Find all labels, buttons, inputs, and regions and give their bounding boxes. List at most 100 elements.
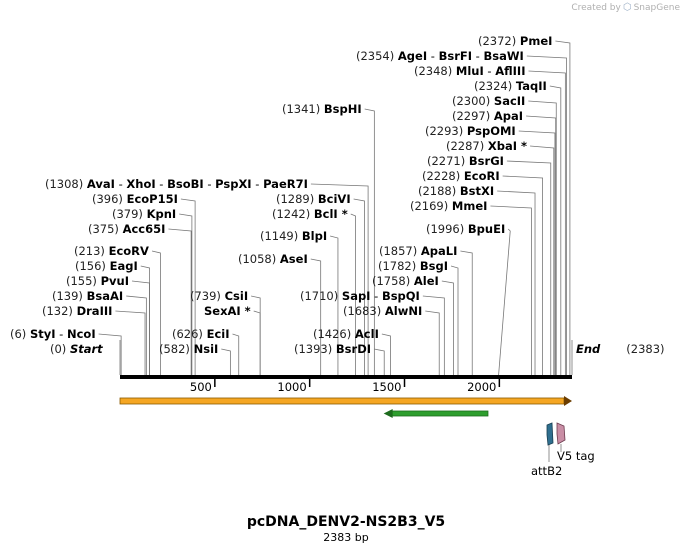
leader-line xyxy=(253,310,261,375)
enzyme-label: (2169) MmeI xyxy=(410,199,487,213)
enzyme-label: SexAI * xyxy=(204,304,251,318)
leader-line xyxy=(497,190,536,375)
enzyme-name: BstXI xyxy=(460,184,494,198)
enzyme-label: (626) EciI xyxy=(172,327,230,341)
enzyme-position: (2300) xyxy=(452,94,494,108)
enzyme-position: (139) xyxy=(52,289,87,303)
enzyme-position: (379) xyxy=(112,207,147,221)
enzyme-name: XhoI xyxy=(126,177,155,191)
enzyme-label: (1758) AleI xyxy=(372,274,439,288)
enzyme-label: (1149) BlpI xyxy=(260,229,327,243)
v5-tag-label: V5 tag xyxy=(557,449,595,463)
reverse-feature-bar xyxy=(391,410,489,417)
enzyme-label: (1308) AvaI - XhoI - BsoBI - PspXI - Pae… xyxy=(45,177,308,191)
leader-line xyxy=(350,213,356,375)
enzyme-name: EcoP15I xyxy=(127,192,178,206)
enzyme-position: (2169) xyxy=(410,199,452,213)
enzyme-label: (1683) AlwNI xyxy=(343,304,422,318)
leader-line xyxy=(555,40,571,375)
enzyme-position: (396) xyxy=(92,192,127,206)
enzyme-name: AleI xyxy=(414,274,439,288)
enzyme-position: (1683) xyxy=(343,304,385,318)
enzyme-name: PvuI xyxy=(101,274,129,288)
enzyme-label: (2188) BstXI xyxy=(418,184,494,198)
enzyme-name: EcoRV xyxy=(109,244,149,258)
enzyme-name: DraIII xyxy=(77,304,113,318)
leader-line xyxy=(460,250,473,375)
leader-line xyxy=(490,205,532,375)
enzyme-label: (1289) BciVI xyxy=(276,192,351,206)
enzyme-separator: - xyxy=(484,64,495,78)
enzyme-name: AclI xyxy=(355,327,379,341)
enzyme-label: (2300) SacII xyxy=(452,94,525,108)
enzyme-label: (1426) AclI xyxy=(313,327,379,341)
enzyme-label: (1857) ApaLI xyxy=(379,244,457,258)
leader-line xyxy=(373,348,385,375)
enzyme-name: AseI xyxy=(280,252,308,266)
enzyme-label: (2348) MluI - AflIII xyxy=(414,64,526,78)
enzyme-position: (626) xyxy=(172,327,207,341)
forward-feature-bar xyxy=(119,397,565,405)
tick-label: 500 xyxy=(190,380,212,394)
end-name: End xyxy=(576,342,601,356)
leader-line xyxy=(502,175,544,375)
enzyme-position: (1857) xyxy=(379,244,421,258)
enzyme-position: (1758) xyxy=(372,274,414,288)
leader-line xyxy=(528,70,566,375)
enzyme-name: NcoI xyxy=(67,327,96,341)
enzyme-name: AlwNI xyxy=(385,304,422,318)
enzyme-position: (213) xyxy=(74,244,109,258)
leader-line xyxy=(330,235,339,375)
enzyme-position: (1149) xyxy=(260,229,302,243)
leader-line xyxy=(151,250,161,375)
enzyme-position: (1308) xyxy=(45,177,87,191)
enzyme-label: (155) PvuI xyxy=(66,274,129,288)
enzyme-label: (2297) ApaI xyxy=(452,109,523,123)
attb2-feature xyxy=(546,422,554,446)
enzyme-name: BsrDI xyxy=(336,342,371,356)
leader-line xyxy=(498,228,511,376)
enzyme-position: (1341) xyxy=(282,102,324,116)
leader-line xyxy=(251,295,261,375)
enzyme-name: BciVI xyxy=(318,192,351,206)
credit-prefix: Created by xyxy=(571,2,621,13)
enzyme-name: StyI xyxy=(30,327,56,341)
leader-line xyxy=(168,228,192,375)
enzyme-position: (2324) xyxy=(474,79,516,93)
enzyme-label: (213) EcoRV xyxy=(74,244,149,258)
plasmid-length: 2383 bp xyxy=(323,531,369,544)
enzyme-separator: - xyxy=(115,177,126,191)
enzyme-position: (2293) xyxy=(425,124,467,138)
tick-label: 1500 xyxy=(372,380,401,394)
leader-line xyxy=(353,198,365,375)
enzyme-name: EciI xyxy=(207,327,230,341)
enzyme-label: (1996) BpuEI xyxy=(426,222,505,236)
enzyme-position: (2348) xyxy=(414,64,456,78)
enzyme-label: (2271) BsrGI xyxy=(427,154,504,168)
enzyme-position: (132) xyxy=(42,304,77,318)
enzyme-label: (156) EagI xyxy=(75,259,138,273)
enzyme-name: PspOMI xyxy=(467,124,516,138)
enzyme-name: BsrGI xyxy=(469,154,504,168)
enzyme-label: (1782) BsgI xyxy=(378,259,448,273)
enzyme-position: (2188) xyxy=(418,184,460,198)
attb2-label: attB2 xyxy=(531,464,562,478)
enzyme-name: BsgI xyxy=(420,259,448,273)
leader-line xyxy=(131,280,150,375)
enzyme-name: BlpI xyxy=(302,229,327,243)
enzyme-name: Acc65I xyxy=(123,222,166,236)
leader-line xyxy=(232,333,240,375)
enzyme-label: (739) CsiI xyxy=(190,289,248,303)
leader-line xyxy=(310,183,369,375)
enzyme-name: MmeI xyxy=(452,199,488,213)
leader-line xyxy=(422,295,445,375)
snapgene-credit: Created by ⬡ SnapGene xyxy=(571,2,680,13)
enzyme-separator: - xyxy=(56,327,67,341)
enzyme-name: TaqII xyxy=(516,79,547,93)
leader-line xyxy=(310,258,322,375)
v5-tag-feature xyxy=(556,422,566,445)
enzyme-name: BspHI xyxy=(324,102,362,116)
enzyme-name: NsiI xyxy=(194,342,219,356)
enzyme-name: BpuEI xyxy=(468,222,505,236)
